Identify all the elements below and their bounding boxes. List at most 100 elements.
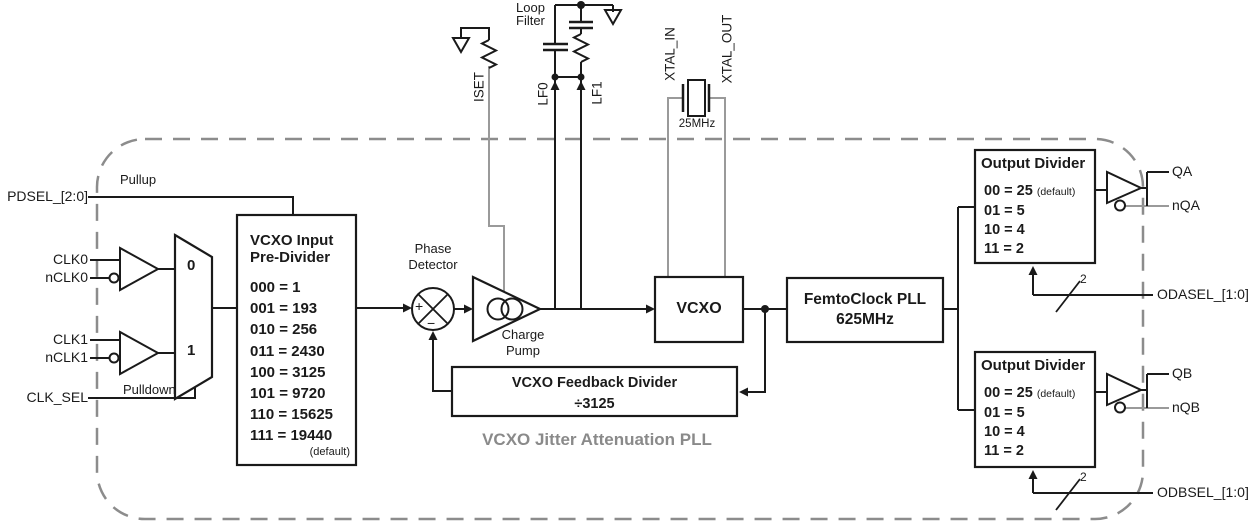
nqa-inverter-bubble [1114, 199, 1126, 212]
pre-divider-title-line1: VCXO Input [250, 232, 334, 249]
output-divider-b-box [973, 350, 1097, 469]
xtal-out-label: XTAL_OUT [719, 14, 735, 84]
crystal-plates [681, 84, 711, 112]
nclk0-label: nCLK0 [45, 269, 88, 285]
nqb-label: nQB [1172, 399, 1201, 415]
output-divider-b-row: 10 = 4 [984, 424, 1025, 440]
clk1-input-buffer [119, 330, 161, 376]
mux-input-0-label: 0 [187, 257, 196, 274]
iset-label: ISET [471, 71, 487, 103]
nclk0-inverter-bubble [108, 272, 120, 284]
arrow-into-divider-a [1028, 266, 1038, 275]
output-divider-a-row: 11 = 2 [984, 241, 1024, 257]
nclk1-label: nCLK1 [45, 349, 88, 365]
pre-divider-row: 101 = 9720 [250, 385, 326, 403]
phase-detector-minus: − [427, 315, 436, 331]
output-divider-a-title: Output Divider [981, 155, 1086, 172]
phase-detector-label-line1: Phase [414, 241, 452, 256]
pre-divider-row: 110 = 15625 [250, 406, 334, 424]
phase-detector-cross [417, 293, 449, 325]
qb-output-buffer [1106, 372, 1144, 407]
odbsel-label: ODBSEL_[1:0] [1157, 484, 1249, 500]
pullup-label: Pullup [120, 172, 157, 187]
arrow-into-divider-b [1028, 470, 1038, 479]
qb-label: QB [1172, 365, 1193, 381]
clock-mux [173, 233, 214, 401]
femtoclock-pll-box [785, 276, 945, 344]
arrow-into-feedback-divider [739, 387, 748, 397]
arrow-into-phase-detector [403, 303, 412, 313]
pdsel-label: PDSEL_[2:0] [7, 188, 88, 204]
output-divider-a-row: 01 = 5 [984, 203, 1025, 219]
loop-filter-wires [460, 4, 614, 309]
nqa-label: nQA [1172, 197, 1201, 213]
vcxo-output-junction-dot [761, 305, 769, 313]
pre-divider-row: 001 = 193 [250, 300, 318, 318]
pre-divider-title-line2: Pre-Divider [250, 248, 331, 266]
lf1-resistor [571, 33, 591, 63]
phase-detector-plus: + [415, 298, 424, 314]
arrow-into-charge-pump [464, 304, 473, 314]
nclk1-inverter-bubble [108, 352, 120, 364]
odasel-bus-width-label: 2 [1080, 272, 1087, 286]
vcxo-feedback-divider-box [450, 365, 739, 418]
pulldown-label: Pulldown [123, 382, 176, 397]
lf0-capacitor [543, 42, 568, 52]
output-divider-a-box [973, 148, 1097, 265]
qa-label: QA [1172, 163, 1193, 179]
crystal-frequency-label: 25MHz [678, 118, 716, 130]
lf1-junction-dot [577, 73, 585, 81]
pre-divider-row: 100 = 3125 [250, 363, 326, 381]
arrow-into-pd-feedback-input [428, 331, 438, 340]
vcxo-box-label: VCXO [676, 300, 722, 317]
output-divider-a-default-note: (default) [1036, 186, 1076, 198]
loop-filter-top-junction-dot [577, 1, 585, 9]
femtoclock-label-line2: 625MHz [836, 311, 894, 328]
bus-width-slashes [1055, 280, 1081, 511]
nqb-inverter-bubble [1114, 401, 1126, 414]
vcxo-input-pre-divider-box [235, 213, 358, 467]
lf1-label: LF1 [589, 81, 605, 105]
charge-pump-circle-2 [500, 297, 524, 321]
pre-divider-default-note: (default) [309, 446, 350, 458]
output-divider-b-row: 11 = 2 [984, 443, 1024, 459]
pre-divider-row: 011 = 2430 [250, 342, 325, 360]
loop-filter-label-line1: Loop [516, 0, 545, 15]
arrow-to-lf1 [576, 81, 586, 90]
crystal-body [687, 79, 706, 117]
feedback-divider-ratio: ÷3125 [574, 396, 615, 412]
feedback-wires [432, 309, 766, 393]
iset-resistor [479, 39, 499, 69]
xtal-in-label: XTAL_IN [662, 27, 678, 81]
charge-pump-circle-1 [486, 297, 510, 321]
lf0-junction-dot [551, 73, 559, 81]
chip-boundary-dashed-border [95, 137, 1145, 521]
output-select-wires [1032, 171, 1169, 494]
pre-divider-row: 000 = 1 [250, 279, 301, 296]
feedback-divider-title: VCXO Feedback Divider [511, 375, 678, 391]
loop-filter-label-line2: Filter [516, 13, 545, 28]
clk0-label: CLK0 [52, 251, 88, 267]
arrow-to-lf0 [550, 81, 560, 90]
lf0-label: LF0 [535, 82, 551, 106]
arrowheads [403, 81, 1038, 479]
arrow-into-vcxo [646, 304, 655, 314]
loop-filter-ground-icon [603, 9, 623, 27]
mux-input-1-label: 1 [187, 342, 196, 359]
vcxo-box [653, 275, 745, 344]
output-divider-b-default-note: (default) [1036, 388, 1076, 400]
clk-sel-label: CLK_SEL [26, 389, 88, 405]
charge-pump-label-line1: Charge [501, 327, 545, 342]
output-divider-a-row: 10 = 4 [984, 222, 1025, 238]
clk1-label: CLK1 [52, 331, 88, 347]
charge-pump-label-line2: Pump [506, 342, 540, 358]
odbsel-bus-width-label: 2 [1080, 470, 1087, 484]
output-divider-b-row: 01 = 5 [984, 405, 1025, 421]
qa-output-buffer [1106, 170, 1144, 205]
output-divider-a-default-row: 00 = 25 [984, 183, 1033, 199]
lf1-capacitor [569, 20, 593, 30]
pre-divider-row: 010 = 256 [250, 321, 318, 339]
gray-analog-wires [488, 66, 1169, 409]
